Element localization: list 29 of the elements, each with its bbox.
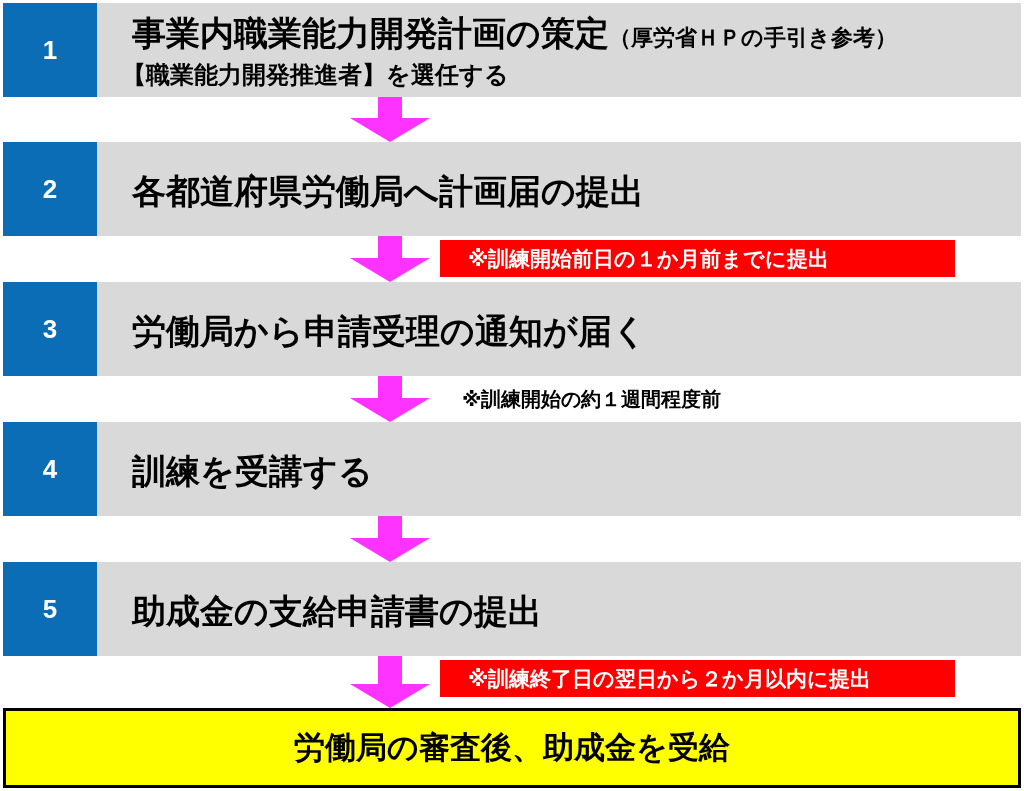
step-number-box: 5 [3,562,97,656]
step-box [97,282,1021,376]
step-text: 各都道府県労働局へ計画届の提出 [132,170,644,213]
edge-label: ※訓練開始の約１週間程度前 [462,386,722,413]
step-box [97,142,1021,236]
result-box [3,708,1021,788]
step-text: 労働局から申請受理の通知が届く [132,310,647,353]
step-number-box: 3 [3,282,97,376]
down-arrow [350,236,430,282]
note-text: ※訓練終了日の翌日から２か月以内に提出 [468,666,872,693]
reference-note: （厚労省ＨＰの手引き参考） [609,25,897,50]
step-text: 助成金の支給申請書の提出 [132,590,542,633]
note-box [440,240,955,277]
step-number-box: 2 [3,142,97,236]
step-text: 訓練を受講する [132,450,373,493]
down-arrow [350,516,430,562]
note-text: ※訓練開始前日の１か月前までに提出 [468,246,830,273]
step-text: 事業内職業能力開発計画の策定 [132,13,609,53]
step-box [97,422,1021,516]
down-arrow [350,376,430,422]
down-arrow [350,97,430,142]
down-arrow [350,656,430,708]
step-box [97,3,1021,97]
step-box [97,562,1021,656]
step-number-box: 1 [3,3,97,97]
step-subtext: 【職業能力開発推進者】を選任する [122,60,509,91]
result-text: 労働局の審査後、助成金を受給 [294,728,730,767]
step-number-box: 4 [3,422,97,516]
note-box [440,660,955,697]
